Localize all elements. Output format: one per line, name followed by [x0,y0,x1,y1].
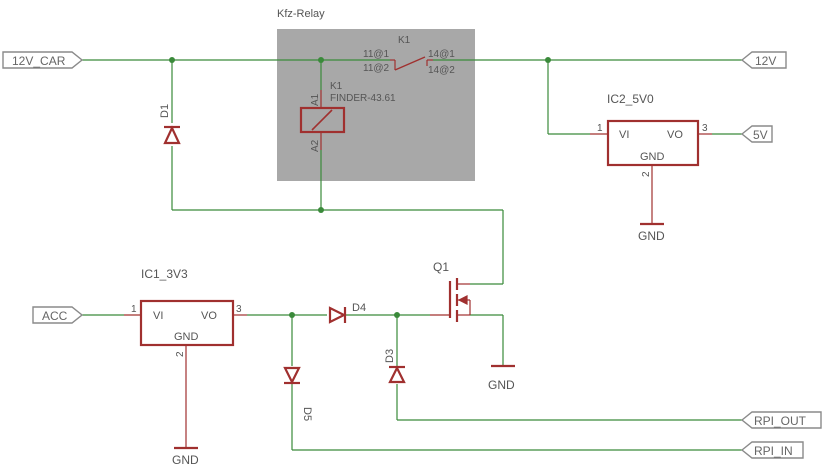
ground-ic1-label: GND [172,453,199,467]
ic2-pin2: 2 [641,171,652,177]
port-5v: 5V [740,125,773,143]
diode-d1-label: D1 [159,104,171,118]
ic1-vo: VO [201,310,217,322]
port-5v-label: 5V [753,128,768,142]
ground-symbol-q1: GND [488,364,515,392]
diode-d4-label: D4 [352,302,366,314]
relay-coil-part: FINDER-43.61 [330,93,396,104]
port-12v: 12V [740,51,787,69]
relay-pin-14-2: 14@2 [428,65,455,76]
port-acc: ACC [32,306,84,324]
junction-dot [545,57,551,63]
diode-d1: D1 [159,104,181,145]
ic1-pin2: 2 [175,351,186,357]
ground-ic2-label: GND [638,229,665,243]
port-12v-label: 12V [755,54,776,68]
relay-coil-name: K1 [330,81,343,92]
ic1-regulator: IC1_3V3 VI VO GND 1 3 2 [124,267,247,360]
relay-pin-11-2: 11@2 [363,63,390,74]
ground-q1-label: GND [488,378,515,392]
ground-symbol-ic2: GND [638,180,665,243]
diode-d5-label: D5 [301,407,313,421]
wires [82,59,742,451]
relay-contact-name: K1 [398,35,411,46]
port-rpi-out: RPI_OUT [740,411,822,429]
port-rpi-out-label: RPI_OUT [754,414,807,428]
ic2-gnd: GND [640,151,665,163]
port-12v-car: 12V_CAR [2,51,84,69]
relay-pin-14-1: 14@1 [428,49,455,60]
port-acc-label: ACC [42,309,68,323]
relay-pin-a2: A2 [310,139,321,152]
relay-block-area [277,29,475,181]
ic2-vi: VI [619,129,629,141]
port-12v-car-label: 12V_CAR [12,54,66,68]
ic1-gnd: GND [174,331,199,343]
ic1-vi: VI [153,310,163,322]
mosfet-q1: Q1 [430,260,471,322]
junction-dot [169,57,175,63]
diode-d3: D3 [384,349,406,384]
ic1-pin3: 3 [236,304,242,315]
port-rpi-in-label: RPI_IN [754,444,793,458]
ic2-regulator: IC2_5V0 VI VO GND 1 3 2 [590,92,712,180]
port-rpi-in: RPI_IN [740,441,804,459]
junction-dot [289,312,295,318]
relay-pin-11-1: 11@1 [363,49,390,60]
relay-block-title: Kfz-Relay [277,8,325,20]
ic1-name: IC1_3V3 [141,267,188,281]
ic2-pin3: 3 [702,123,708,134]
junction-dot [394,312,400,318]
junctions [169,57,551,318]
ic1-pin1: 1 [131,304,137,315]
ic2-vo: VO [667,129,683,141]
mosfet-q1-label: Q1 [433,260,449,274]
relay-contact-k1: K1 11@1 11@2 14@1 14@2 [363,35,455,76]
diode-d4: D4 [328,302,366,324]
junction-dot [318,57,324,63]
junction-dot [318,207,324,213]
relay-pin-a1: A1 [310,93,321,106]
diode-d3-label: D3 [384,349,396,363]
ground-symbol-ic1: GND [172,360,199,467]
relay-coil-k1: K1 FINDER-43.61 A1 A2 [299,81,396,152]
diode-d5: D5 [283,366,313,421]
ic2-name: IC2_5V0 [607,92,654,106]
ic2-pin1: 1 [597,123,603,134]
